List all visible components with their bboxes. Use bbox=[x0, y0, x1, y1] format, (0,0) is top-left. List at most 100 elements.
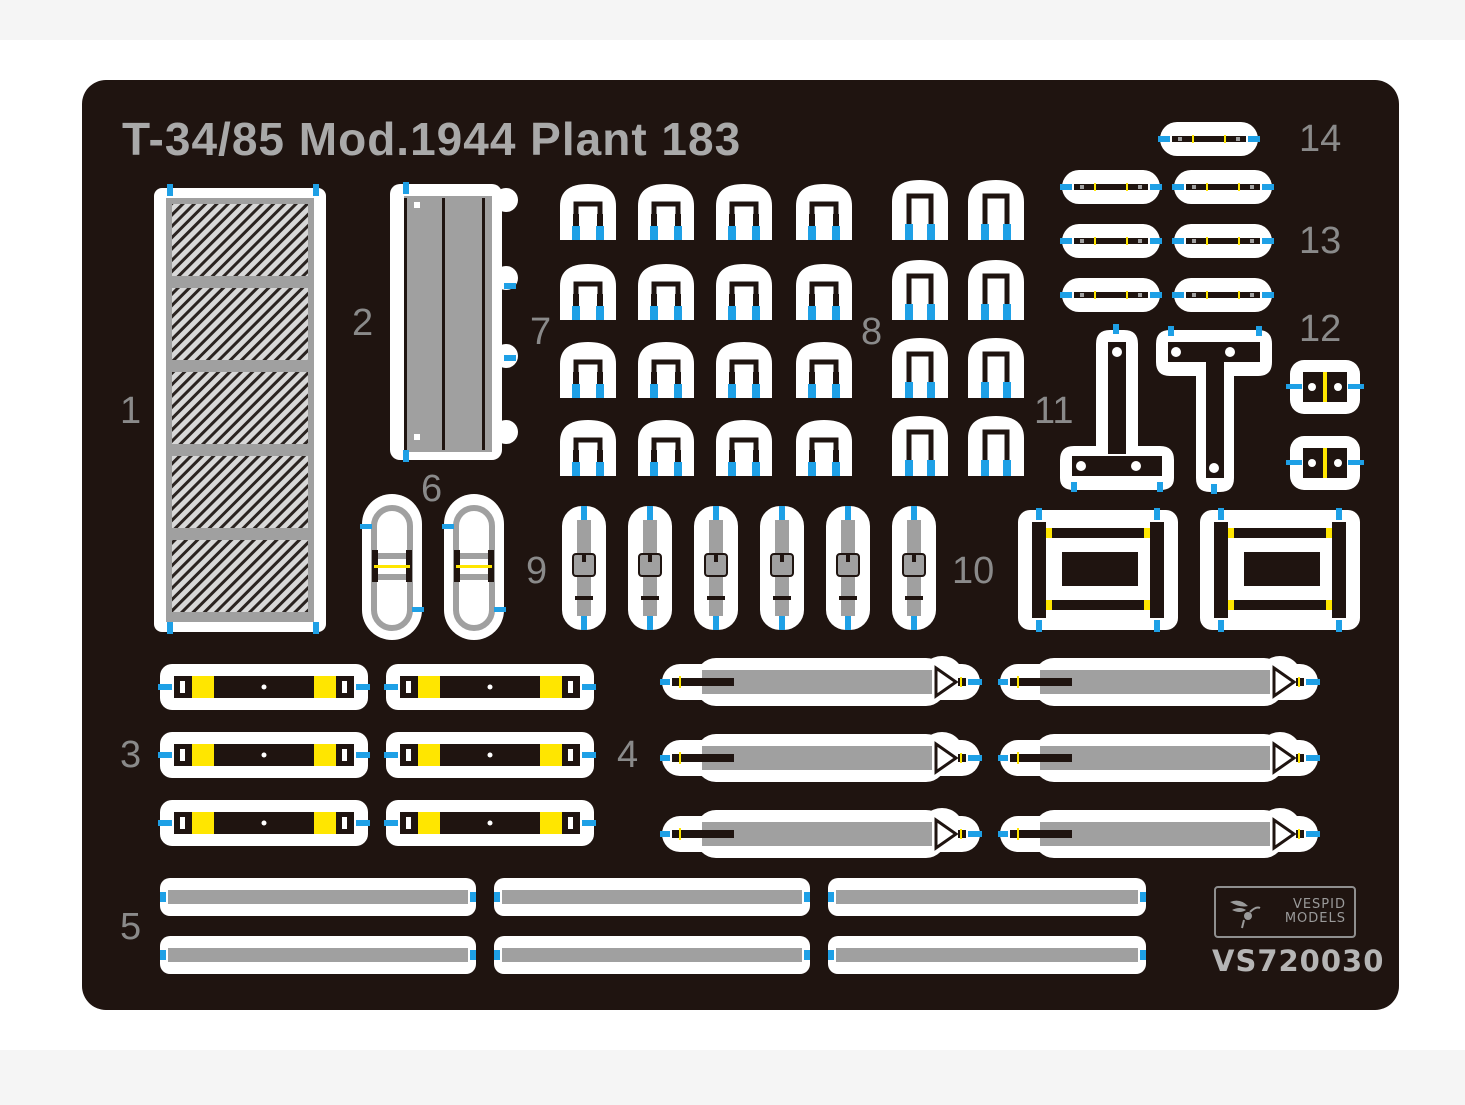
attachment-gate bbox=[674, 306, 682, 320]
attachment-gate bbox=[998, 755, 1008, 761]
part-7-clamp bbox=[638, 264, 694, 320]
attachment-gate bbox=[728, 226, 736, 240]
part-number-11: 11 bbox=[1034, 390, 1074, 432]
part-7-clamp bbox=[796, 184, 852, 240]
fret-title: T-34/85 Mod.1944 Plant 183 bbox=[122, 113, 742, 165]
part-13-strip bbox=[1060, 224, 1162, 258]
attachment-gate bbox=[1003, 224, 1011, 240]
brand-line-2: MODELS bbox=[1284, 910, 1346, 926]
part-number-5: 5 bbox=[120, 906, 142, 948]
part-13-strip bbox=[1060, 278, 1162, 312]
attachment-gate bbox=[582, 752, 596, 758]
part-2-panel bbox=[390, 182, 518, 462]
attachment-gate bbox=[384, 684, 398, 690]
part-5-strips bbox=[160, 878, 1146, 974]
part-11-inverted-t bbox=[1060, 324, 1174, 492]
attachment-gate bbox=[832, 384, 840, 398]
attachment-gate bbox=[808, 384, 816, 398]
attachment-gate bbox=[647, 506, 653, 520]
part-12-plates bbox=[1286, 360, 1364, 490]
product-code: VS720030 bbox=[1212, 944, 1385, 978]
part-5-strip bbox=[160, 878, 476, 916]
attachment-gate bbox=[1060, 292, 1072, 298]
attachment-gate bbox=[828, 950, 834, 960]
attachment-gate bbox=[981, 304, 989, 320]
attachment-gate bbox=[927, 460, 935, 476]
part-number-13: 13 bbox=[1299, 220, 1342, 262]
attachment-gate bbox=[808, 226, 816, 240]
attachment-gate bbox=[647, 616, 653, 630]
part-13-strip bbox=[1172, 170, 1274, 204]
part-7-clamp bbox=[638, 342, 694, 398]
attachment-gate bbox=[572, 226, 580, 240]
attachment-gate bbox=[1003, 460, 1011, 476]
attachment-gate bbox=[582, 820, 596, 826]
attachment-gate bbox=[981, 460, 989, 476]
part-7-clamp bbox=[716, 184, 772, 240]
attachment-gate bbox=[356, 684, 370, 690]
attachment-gate bbox=[581, 506, 587, 520]
part-11-brackets bbox=[1060, 324, 1272, 494]
attachment-gate bbox=[1218, 620, 1224, 632]
attachment-gate bbox=[494, 607, 506, 612]
attachment-gate bbox=[674, 226, 682, 240]
part-3-bracket bbox=[384, 664, 596, 710]
attachment-gate bbox=[158, 820, 172, 826]
attachment-gate bbox=[752, 384, 760, 398]
attachment-gate bbox=[1262, 238, 1274, 244]
part-number-3: 3 bbox=[120, 734, 142, 776]
attachment-gate bbox=[470, 892, 476, 902]
part-7-clamp bbox=[796, 342, 852, 398]
attachment-gate bbox=[1306, 755, 1320, 761]
part-3-bracket bbox=[384, 732, 596, 778]
part-9-strap bbox=[760, 506, 804, 630]
attachment-gate bbox=[158, 752, 172, 758]
part-number-8: 8 bbox=[861, 311, 883, 353]
part-3-bracket bbox=[158, 664, 370, 710]
attachment-gate bbox=[572, 384, 580, 398]
part-number-6: 6 bbox=[421, 468, 443, 510]
attachment-gate bbox=[160, 950, 166, 960]
attachment-gate bbox=[828, 892, 834, 902]
attachment-gate bbox=[650, 384, 658, 398]
attachment-gate bbox=[384, 752, 398, 758]
brand-name: VESPID MODELS bbox=[1266, 898, 1346, 925]
attachment-gate bbox=[313, 184, 319, 196]
part-11-t bbox=[1156, 326, 1272, 494]
attachment-gate bbox=[1150, 238, 1162, 244]
attachment-gate bbox=[905, 224, 913, 240]
part-number-2: 2 bbox=[352, 302, 374, 344]
attachment-gate bbox=[1036, 508, 1042, 520]
part-4-rod bbox=[998, 808, 1320, 858]
part-5-strip bbox=[494, 936, 810, 974]
attachment-gate bbox=[596, 306, 604, 320]
attachment-gate bbox=[1036, 620, 1042, 632]
attachment-gate bbox=[1154, 620, 1160, 632]
attachment-gate bbox=[1060, 184, 1072, 190]
part-8-clamps bbox=[892, 180, 1024, 476]
part-6-loops bbox=[360, 494, 506, 640]
attachment-gate bbox=[1306, 679, 1320, 685]
attachment-gate bbox=[356, 752, 370, 758]
attachment-gate bbox=[1150, 184, 1162, 190]
attachment-gate bbox=[442, 524, 454, 529]
brand-logo: VESPID MODELS bbox=[1214, 886, 1356, 938]
attachment-gate bbox=[927, 382, 935, 398]
attachment-gate bbox=[1168, 326, 1174, 336]
attachment-gate bbox=[1003, 382, 1011, 398]
part-8-clamp bbox=[892, 416, 948, 476]
part-1-mesh-screen bbox=[154, 184, 326, 634]
attachment-gate bbox=[911, 506, 917, 520]
part-7-clamp bbox=[560, 420, 616, 476]
attachment-gate bbox=[981, 224, 989, 240]
part-14-strip bbox=[1158, 122, 1260, 156]
attachment-gate bbox=[1071, 482, 1077, 492]
attachment-gate bbox=[845, 616, 851, 630]
attachment-gate bbox=[1154, 508, 1160, 520]
attachment-gate bbox=[313, 622, 319, 634]
attachment-gate bbox=[360, 524, 372, 529]
part-3-bracket bbox=[384, 800, 596, 846]
part-8-clamp bbox=[968, 416, 1024, 476]
attachment-gate bbox=[356, 820, 370, 826]
part-9-strap bbox=[826, 506, 870, 630]
